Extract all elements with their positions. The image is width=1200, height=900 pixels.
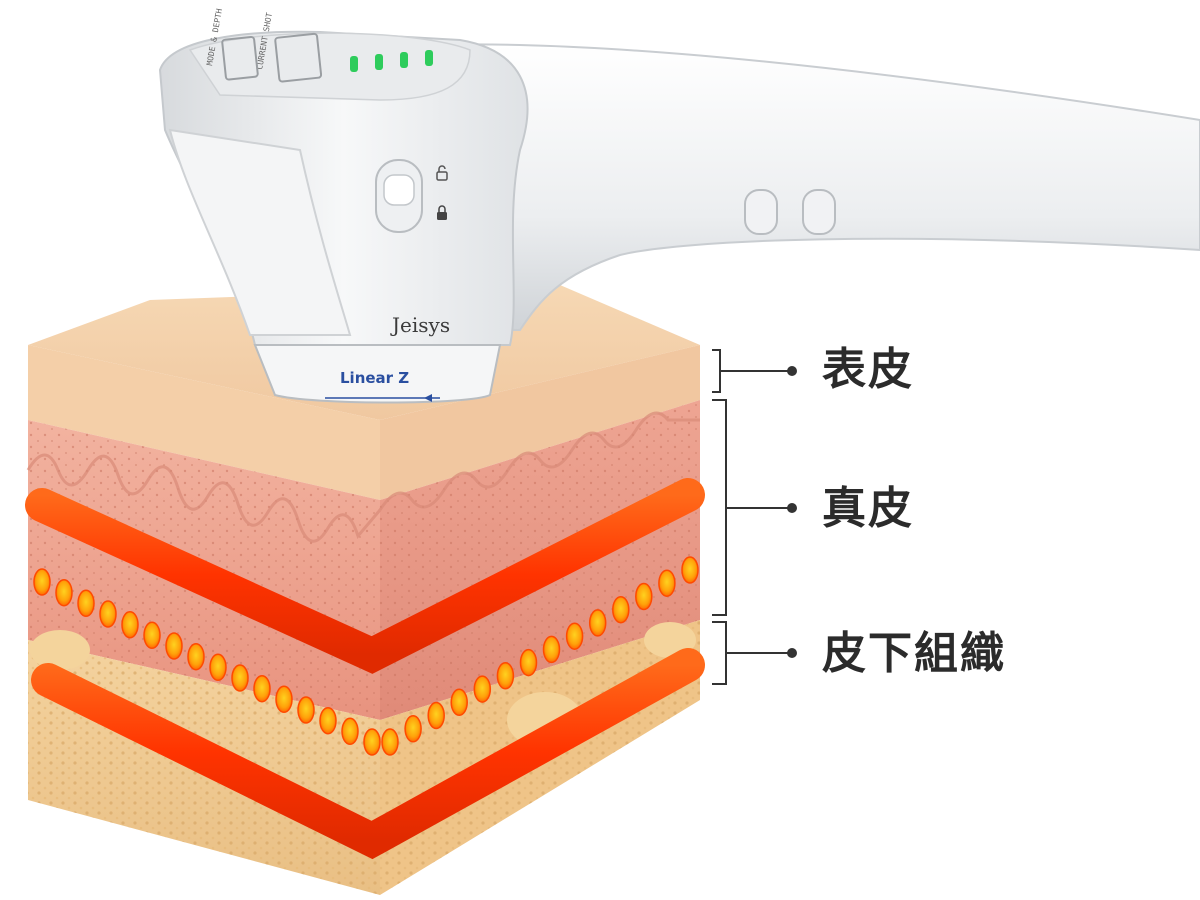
energy-focal-dot [99, 600, 117, 628]
energy-focal-dot [681, 556, 699, 584]
level-indicators [350, 50, 433, 72]
seven-segment-display-2 [274, 32, 323, 83]
energy-line-lower [31, 648, 705, 860]
bracket-subcutis [712, 621, 790, 685]
energy-focal-dot [341, 717, 359, 746]
epidermis-left-face [28, 345, 380, 500]
energy-focal-dot [121, 610, 139, 639]
label-dermis: 真皮 [822, 483, 914, 534]
energy-focal-dot [209, 653, 227, 682]
indicator-led-3 [400, 52, 408, 68]
unlock-icon [436, 165, 448, 181]
energy-focal-dot [381, 728, 399, 756]
epidermis-right-face [380, 345, 700, 500]
bracket-epidermis [712, 349, 790, 393]
seven-segment-display-1 [221, 35, 259, 81]
energy-focal-dot [319, 706, 337, 735]
energy-focal-dot [565, 622, 584, 650]
lock-icon [437, 205, 447, 220]
energy-focal-dot [297, 696, 315, 724]
cartridge [253, 344, 502, 404]
pointer-dot-subcutis [787, 648, 797, 658]
pointer-dot-dermis [787, 503, 797, 513]
cartridge-model-label: Linear Z [340, 369, 409, 387]
energy-focal-dot [231, 664, 249, 692]
energy-focal-dot [588, 609, 607, 637]
energy-focal-dot [542, 635, 561, 664]
energy-focal-dot [165, 632, 183, 660]
fat-lobule [30, 630, 90, 670]
energy-focal-dot [77, 589, 95, 618]
handle-button-1[interactable] [744, 189, 778, 235]
dermal-papillae [26, 453, 382, 543]
pointer-dot-epidermis [787, 366, 797, 376]
handpiece: MODE & DEPTH CURRENT SHOT Jeisys Linear … [158, 8, 1200, 404]
energy-focal-dot [473, 675, 492, 703]
energy-focal-dot [143, 621, 161, 650]
energy-focal-dot [253, 674, 271, 703]
energy-focal-dot [275, 685, 293, 714]
energy-focal-dot [427, 701, 445, 730]
energy-focal-dot [404, 715, 422, 743]
brand-logo: Jeisys [390, 313, 450, 337]
layer-brackets [712, 349, 790, 685]
indicator-led-4 [425, 50, 433, 66]
energy-line-upper [25, 478, 705, 674]
front-panel [168, 128, 352, 336]
energy-focal-dot [658, 569, 676, 597]
indicator-led-1 [350, 56, 358, 72]
top-display-panel [188, 32, 471, 101]
handle-button-2[interactable] [802, 189, 836, 235]
indicator-led-2 [375, 54, 383, 70]
energy-focal-dot [450, 688, 468, 717]
label-subcutaneous-tissue: 皮下組織 [822, 628, 1006, 679]
energy-focal-dot [519, 648, 538, 677]
energy-focal-dot [612, 595, 630, 624]
energy-focal-dot [33, 568, 51, 596]
energy-focal-dot [496, 662, 515, 690]
bracket-dermis [712, 399, 790, 616]
energy-lines [25, 478, 705, 860]
energy-dot-row [33, 556, 699, 756]
energy-focal-dot [635, 582, 653, 611]
label-epidermis: 表皮 [822, 344, 914, 395]
energy-focal-dot [363, 728, 381, 756]
energy-focal-dot [55, 578, 73, 607]
energy-focal-dot [187, 642, 205, 671]
